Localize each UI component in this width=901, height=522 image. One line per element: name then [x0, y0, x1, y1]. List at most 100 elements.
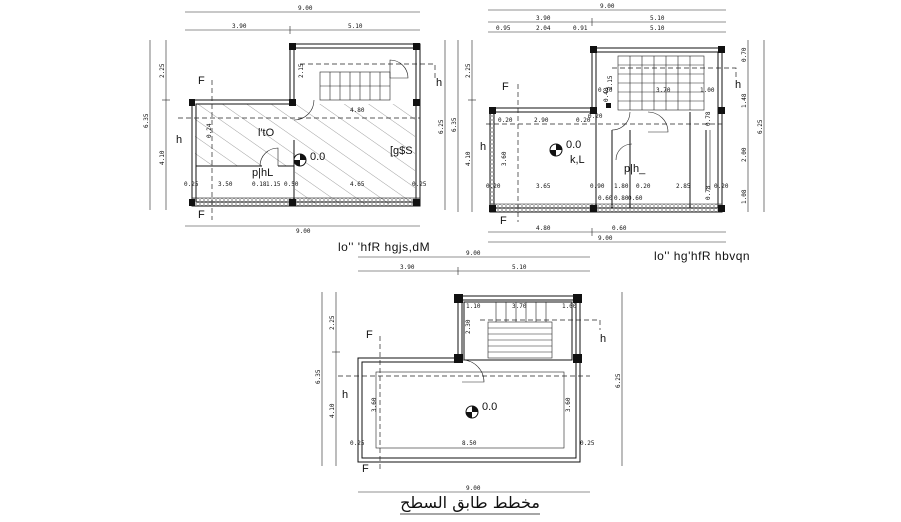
dim-label: 3.60: [565, 397, 572, 412]
level-label: 0.0: [482, 401, 497, 413]
dim-label: 1.08: [741, 189, 748, 204]
dim-label: 5.10: [512, 264, 527, 271]
dim-label: 3.90: [400, 264, 415, 271]
section-mark: h: [436, 77, 442, 89]
dim-label: 9.00: [598, 235, 613, 242]
dim-label: 3.50: [218, 181, 233, 188]
dim-label: 0.18: [252, 181, 267, 188]
dim-label: 1.00: [700, 87, 715, 94]
room-label: l'tO: [258, 127, 275, 139]
section-mark: h: [480, 141, 486, 153]
dim-label: 9.00: [600, 3, 615, 10]
dim-label: 6.35: [451, 117, 458, 132]
wall-hatch: [191, 197, 421, 207]
dim-label: 0.10: [598, 87, 613, 94]
ground-floor-plan: 9.00 3.90 5.10 6.35 2.25 4.10 6.25 9.00: [143, 5, 446, 254]
dim-label: 1.00: [562, 303, 577, 310]
section-mark: F: [198, 209, 205, 221]
dim-label: 0.78: [705, 185, 712, 200]
dim-label: 6.25: [438, 119, 445, 134]
level-marker-icon: [293, 153, 307, 167]
dim-label: 0.70: [741, 47, 748, 62]
dim-label: 4.80: [536, 225, 551, 232]
dim-label: 4.10: [465, 151, 472, 166]
dim-label: 0.40: [603, 87, 610, 102]
room-label: p|h_: [624, 163, 646, 175]
section-mark: h: [600, 333, 606, 345]
dim-label: 0.60: [598, 195, 613, 202]
dim-label: 6.35: [143, 113, 150, 128]
first-floor-plan: 9.00 3.90 5.10 0.95 2.04 0.91 5.10 2.25 …: [451, 3, 765, 263]
dim-label: 8.50: [462, 440, 477, 447]
section-mark: F: [500, 215, 507, 227]
section-line: [338, 319, 601, 377]
plan-caption: lo'' 'hfR hgjs,dM: [338, 240, 430, 254]
dim-label: 0.24: [206, 123, 213, 138]
dim-label: 5.10: [348, 23, 363, 30]
dim-label: 2.25: [465, 63, 472, 78]
dim-label: 2.25: [159, 63, 166, 78]
dim-label: 0.20: [588, 113, 603, 120]
plan-caption: مخطط طابق السطح: [400, 493, 540, 513]
door-swing: [259, 147, 279, 167]
dim-label: 1.10: [466, 303, 481, 310]
dim-label: 4.10: [329, 403, 336, 418]
dim-label: 0.20: [486, 183, 501, 190]
section-mark: F: [362, 463, 369, 475]
section-mark: F: [366, 329, 373, 341]
level-marker-icon: [465, 405, 479, 419]
dim-label: 5.10: [650, 25, 665, 32]
section-mark: h: [735, 79, 741, 91]
dim-label: 2.15: [298, 63, 305, 78]
dim-label: 3.90: [536, 15, 551, 22]
dim-label: 0.78: [705, 111, 712, 126]
door-swing: [647, 111, 669, 133]
dim-label: 0.60: [628, 195, 643, 202]
dim-label: 3.60: [371, 397, 378, 412]
plan-caption: lo'' hg'hfR hbvqn: [654, 249, 750, 263]
dim-label: 1.48: [741, 93, 748, 108]
door-swing: [615, 143, 633, 161]
level-marker-icon: [549, 143, 563, 157]
dim-label: 3.70: [512, 303, 527, 310]
hatched-area: [295, 104, 415, 204]
staircase: [319, 71, 391, 101]
dim-label: 6.35: [315, 369, 322, 384]
roof-edge: [375, 371, 565, 449]
dim-label: 2.00: [741, 147, 748, 162]
room-label: [g$S: [390, 145, 413, 157]
room-label: p|hL: [252, 167, 273, 179]
dim-label: 0.80: [614, 195, 629, 202]
staircase: [617, 55, 705, 111]
dim-label: 6.25: [757, 119, 764, 134]
staircase: [463, 301, 573, 361]
dim-label: 6.25: [615, 373, 622, 388]
dim-label: 9.00: [298, 5, 313, 12]
dim-label: 3.70: [656, 87, 671, 94]
dim-label: 3.90: [232, 23, 247, 30]
dim-label: 2.25: [329, 315, 336, 330]
dim-label: 9.00: [466, 485, 481, 492]
dim-label: 2.15: [607, 75, 614, 90]
door-swing: [293, 99, 315, 121]
dim-label: 0.90: [590, 183, 605, 190]
dim-label: 0.20: [636, 183, 651, 190]
dim-label: 1.15: [266, 181, 281, 188]
dim-label: 2.04: [536, 25, 551, 32]
dim-label: 9.00: [296, 228, 311, 235]
dim-label: 0.20: [714, 183, 729, 190]
dim-label: 0.20: [576, 117, 591, 124]
section-mark: h: [342, 389, 348, 401]
dim-label: 0.91: [573, 25, 588, 32]
dim-label: 2.30: [465, 319, 472, 334]
door-swing: [611, 111, 631, 131]
roof-floor-plan: 9.00 3.90 5.10 2.25 4.10 6.35 6.25 9.00: [315, 250, 623, 515]
dim-label: 3.65: [536, 183, 551, 190]
dim-label: 4.80: [350, 107, 365, 114]
dim-label: 0.25: [580, 440, 595, 447]
dim-label: 3.60: [501, 151, 508, 166]
door-swing: [461, 359, 485, 383]
dim-label: 0.95: [496, 25, 511, 32]
dim-label: 0.20: [498, 117, 513, 124]
